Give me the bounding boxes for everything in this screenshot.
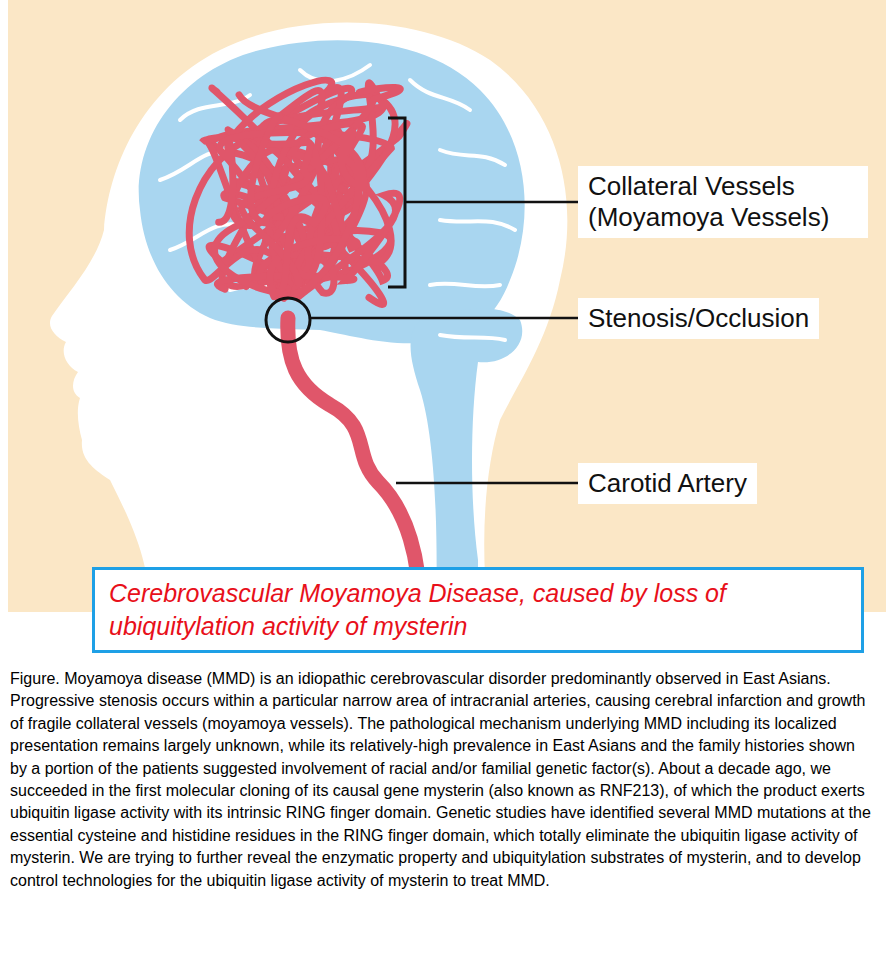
disease-box: Cerebrovascular Moyamoya Disease, caused… bbox=[92, 567, 864, 653]
label-box: Stenosis/Occlusion bbox=[578, 298, 819, 339]
leader-line bbox=[396, 482, 578, 485]
headline-text: Cerebrovascular Moyamoya Disease, caused… bbox=[109, 577, 847, 643]
label-text: Carotid Artery bbox=[588, 468, 747, 499]
vessel bbox=[251, 116, 326, 288]
bracket bbox=[388, 118, 405, 287]
leader-line bbox=[310, 317, 578, 320]
label-text: Collateral Vessels (Moyamoya Vessels) bbox=[588, 171, 858, 233]
leader-line bbox=[405, 201, 578, 204]
vessel bbox=[239, 95, 364, 294]
stenosis-circle bbox=[266, 298, 310, 342]
brain bbox=[139, 40, 525, 343]
moyamoya-vessels bbox=[189, 80, 407, 304]
vessel bbox=[215, 87, 401, 293]
label-box: Collateral Vessels (Moyamoya Vessels) bbox=[578, 166, 868, 238]
background-panel bbox=[8, 0, 886, 612]
figure-caption: Figure. Moyamoya disease (MMD) is an idi… bbox=[10, 668, 876, 892]
label-box: Carotid Artery bbox=[578, 463, 757, 504]
label-text: Stenosis/Occlusion bbox=[588, 303, 809, 334]
